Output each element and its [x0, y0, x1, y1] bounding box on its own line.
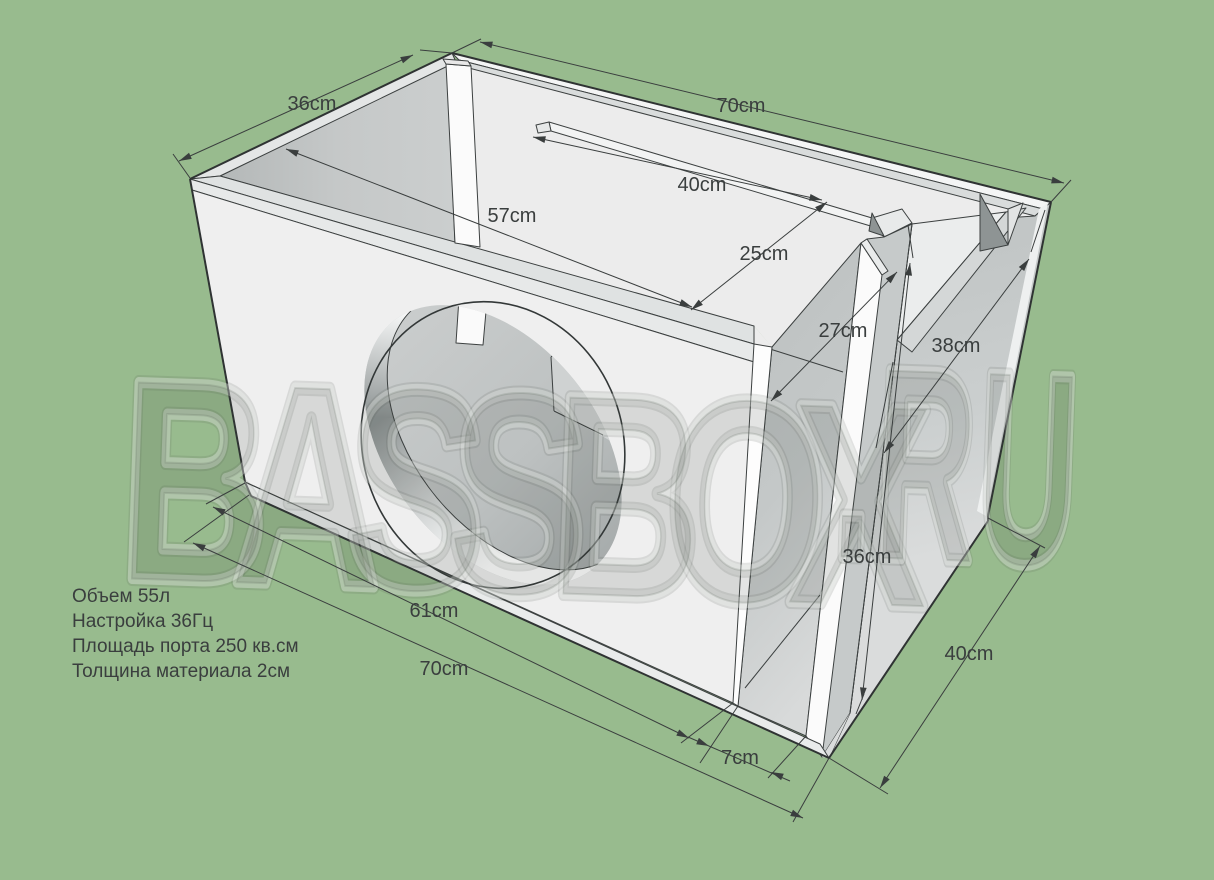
svg-text:70cm: 70cm — [420, 658, 469, 680]
svg-text:40cm: 40cm — [678, 174, 727, 196]
svg-text:36cm: 36cm — [288, 93, 337, 115]
svg-text:.RU: .RU — [830, 309, 1087, 622]
svg-text:BASSBOX: BASSBOX — [116, 320, 933, 667]
svg-text:61cm: 61cm — [410, 600, 459, 622]
svg-text:BASSBOX: BASSBOX — [116, 320, 933, 667]
svg-text:25cm: 25cm — [740, 243, 789, 265]
svg-text:BASSBOX: BASSBOX — [116, 320, 933, 667]
svg-text:Настройка 36Гц: Настройка 36Гц — [72, 611, 213, 632]
svg-text:Площадь порта 250 кв.см: Площадь порта 250 кв.см — [72, 636, 299, 657]
svg-text:38cm: 38cm — [932, 335, 981, 357]
svg-text:Толщина материала 2см: Толщина материала 2см — [72, 661, 290, 682]
svg-text:27cm: 27cm — [819, 320, 868, 342]
svg-text:7cm: 7cm — [721, 747, 759, 769]
svg-text:57cm: 57cm — [488, 205, 537, 227]
svg-text:.RU: .RU — [830, 309, 1087, 622]
svg-text:40cm: 40cm — [945, 643, 994, 665]
svg-text:70cm: 70cm — [717, 95, 766, 117]
svg-text:36cm: 36cm — [843, 546, 892, 568]
svg-text:.RU: .RU — [830, 309, 1087, 622]
svg-text:Объем 55л: Объем 55л — [72, 586, 170, 607]
